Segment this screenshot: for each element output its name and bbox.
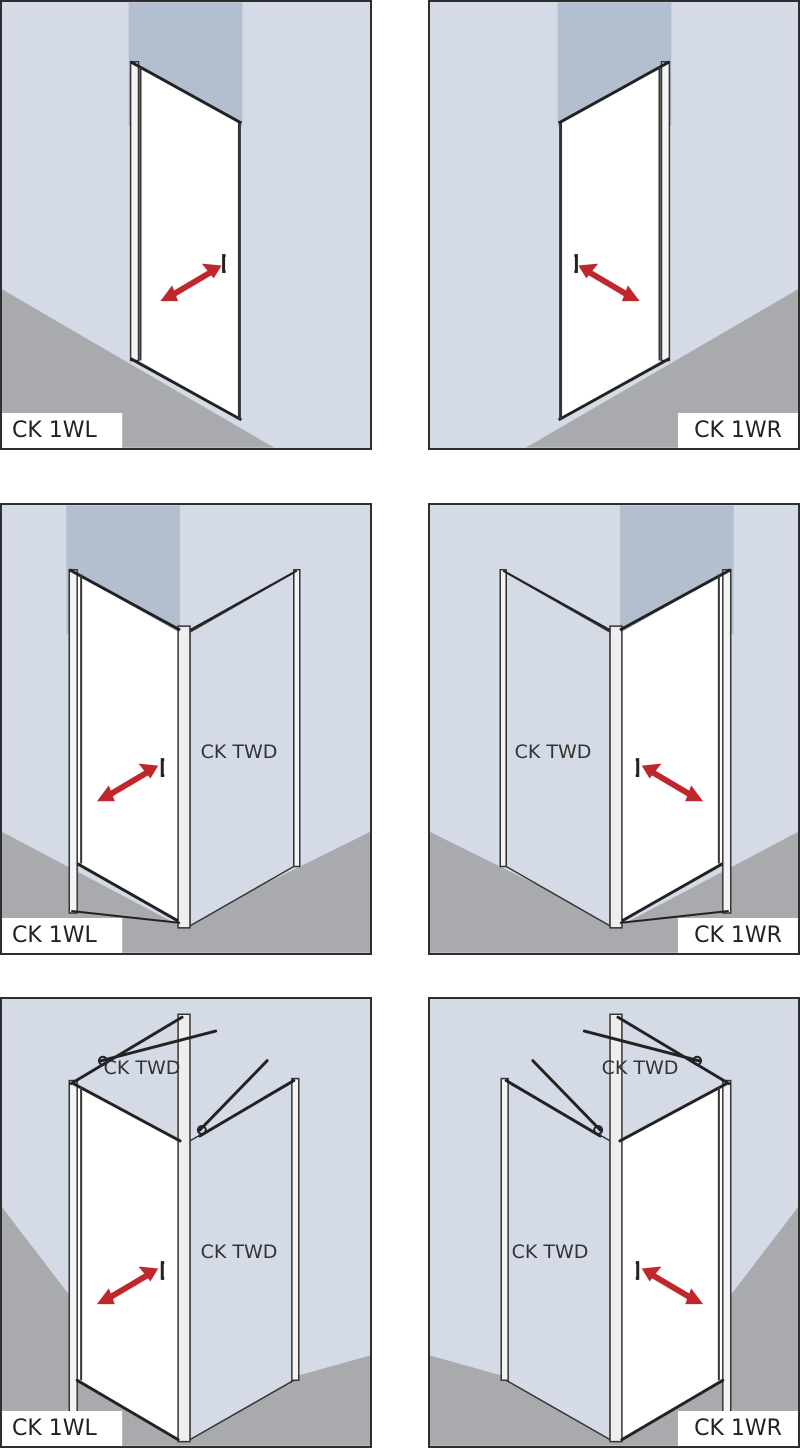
wall-profile (722, 568, 732, 914)
rear-panel-label: CK TWD (103, 1057, 181, 1079)
swing-arrow-icon (160, 263, 222, 302)
shower-door-drawing (525, 2, 798, 448)
handle-icon (160, 758, 165, 777)
swing-arrow-icon (96, 763, 159, 802)
diagram-ck-1wr-with-side-panel: CK TWD CK 1WR (428, 503, 800, 955)
model-label: CK 1WL (2, 1411, 123, 1446)
stabilizer-bars (504, 1015, 731, 1442)
diagram-ck-1wl-freestanding: CK TWD CK TWD CK 1WL (0, 997, 372, 1448)
model-label: CK 1WR (678, 1411, 798, 1446)
rear-panel-label: CK TWD (601, 1057, 679, 1079)
handle-icon (160, 1261, 165, 1280)
profile (68, 1079, 78, 1433)
handle-icon (222, 254, 226, 273)
corner-post (177, 1013, 191, 1443)
door-glass (77, 574, 179, 921)
door-glass (77, 1086, 179, 1440)
shower-enclosure-drawing (2, 1013, 370, 1446)
shower-enclosure-drawing (430, 505, 798, 953)
door-glass (560, 66, 662, 418)
model-label: CK 1WR (678, 413, 798, 448)
diagram-ck-1wr-freestanding: CK TWD CK TWD CK 1WR (428, 997, 800, 1448)
side-panel-label: CK TWD (511, 1241, 589, 1263)
shower-enclosure-drawing (430, 1013, 798, 1446)
corner-profile (609, 625, 623, 929)
door-glass (138, 66, 240, 418)
corner-post (609, 1013, 623, 1443)
swing-arrow-icon (578, 263, 640, 302)
wall-profile (129, 61, 140, 362)
side-panel-label: CK TWD (514, 741, 592, 763)
wall-profile (499, 568, 507, 868)
model-label: CK 1WL (2, 413, 123, 448)
swing-arrow-icon (641, 1266, 704, 1305)
diagram-ck-1wr-single: CK 1WR (428, 0, 800, 450)
handle-icon (635, 1261, 640, 1280)
handle-icon (635, 758, 640, 777)
corner-profile (177, 625, 191, 929)
handle-icon (574, 254, 578, 273)
wall-profile (293, 568, 301, 868)
swing-arrow-icon (641, 763, 704, 802)
model-label: CK 1WR (678, 918, 798, 953)
swing-arrow-icon (96, 1266, 159, 1305)
shower-enclosure-drawing (2, 505, 370, 953)
door-glass (621, 1086, 723, 1440)
side-panel-label: CK TWD (200, 1241, 278, 1263)
profile (500, 1077, 509, 1382)
diagram-ck-1wl-with-side-panel: CK TWD CK 1WL (0, 503, 372, 955)
floor (2, 289, 275, 448)
wall-profile (68, 568, 78, 914)
wall-profile (660, 61, 671, 362)
profile (291, 1077, 300, 1382)
profile (722, 1079, 732, 1433)
diagram-ck-1wl-single: CK 1WL (0, 0, 372, 450)
floor (525, 289, 798, 448)
model-label: CK 1WL (2, 918, 123, 953)
door-glass (621, 574, 723, 921)
stabilizer-bars (69, 1015, 296, 1442)
shower-door-drawing (2, 2, 275, 448)
side-panel-label: CK TWD (200, 741, 278, 763)
